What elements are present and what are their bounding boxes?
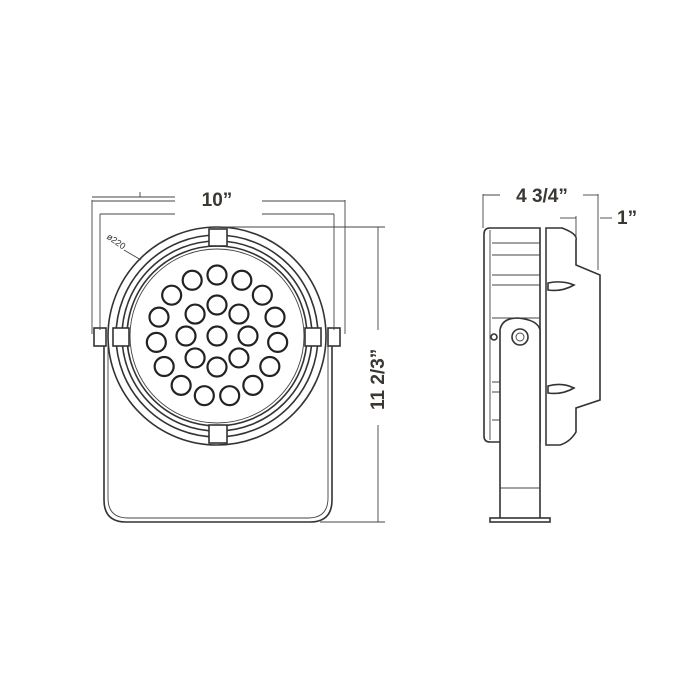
side-view: 4 3/4” 1” — [482, 186, 637, 523]
clip-top — [208, 228, 228, 247]
pivot-bolt-left — [93, 327, 107, 347]
led — [153, 355, 175, 378]
led — [175, 325, 197, 347]
led — [228, 303, 250, 325]
led — [206, 325, 228, 347]
offset-label: 1” — [617, 208, 637, 229]
front-view: 10” ø220 11 2/3” — [91, 190, 389, 523]
led — [206, 294, 228, 316]
pivot-bolt-right — [327, 327, 341, 347]
led — [228, 347, 250, 369]
led — [259, 355, 281, 378]
led — [237, 325, 259, 347]
mounting-yoke — [103, 330, 333, 523]
pivot-bolt — [511, 328, 529, 346]
rear-housing — [545, 227, 601, 446]
led — [170, 374, 192, 396]
led — [267, 331, 289, 353]
led — [242, 374, 264, 396]
led — [184, 303, 206, 325]
led — [193, 385, 215, 407]
mounting-arm — [499, 317, 541, 521]
led — [231, 269, 253, 291]
led — [161, 284, 183, 306]
led — [148, 306, 170, 328]
led-array — [145, 264, 289, 407]
led — [181, 269, 203, 291]
width-label: 10” — [202, 190, 233, 211]
led — [145, 331, 167, 353]
height-label: 11 2/3” — [368, 349, 389, 410]
depth-label: 4 3/4” — [516, 186, 568, 207]
base-plate — [489, 517, 551, 523]
led — [206, 264, 228, 286]
clip-left — [112, 327, 130, 347]
led — [206, 356, 228, 378]
lens — [129, 248, 305, 424]
led — [184, 347, 206, 369]
housing-outer-ring — [107, 226, 327, 446]
led — [251, 284, 273, 306]
led — [264, 306, 286, 328]
diameter-label: ø220 — [105, 231, 128, 251]
clip-bottom — [208, 424, 228, 444]
clip-right — [304, 327, 322, 347]
led — [219, 385, 241, 407]
